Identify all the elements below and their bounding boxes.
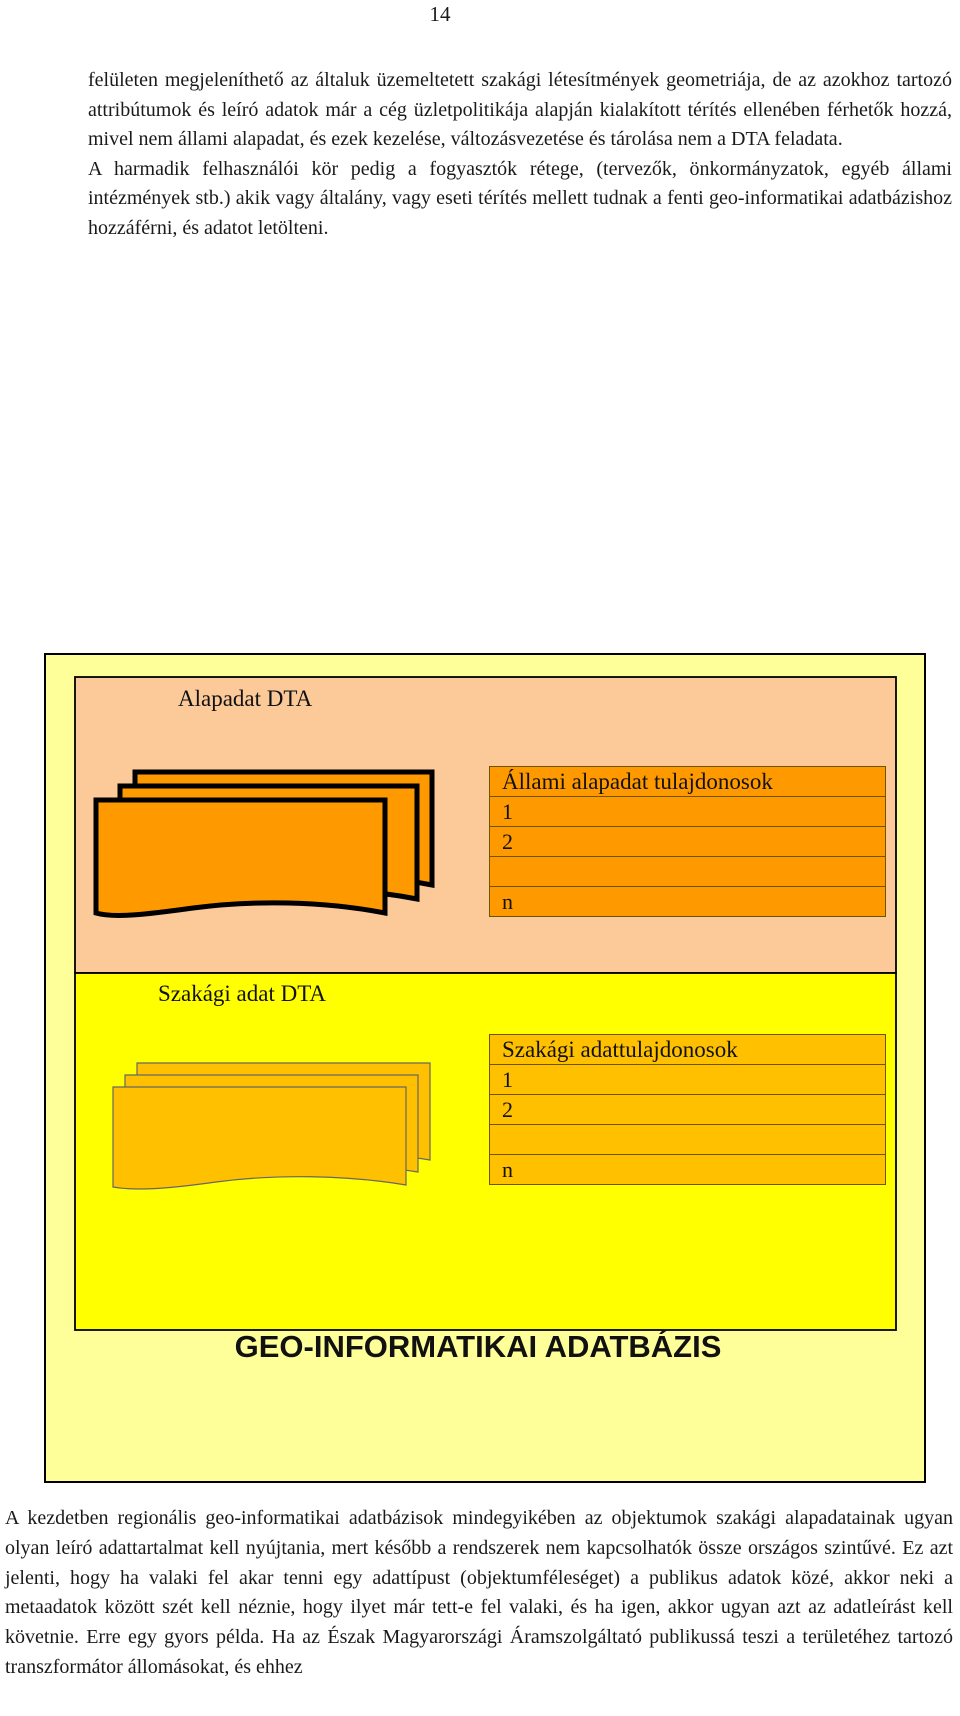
alapadat-document-sheet: [132, 769, 435, 890]
szakagi-region: [74, 972, 897, 1331]
szakagi-owners-header: Szakági adattulajdonosok: [489, 1034, 886, 1065]
szakagi-owner-row: 1: [489, 1064, 886, 1095]
szakagi-owners-table: Szakági adattulajdonosok 1 2 n: [489, 1034, 886, 1185]
paragraph-1: felületen megjeleníthető az általuk üzem…: [88, 69, 952, 151]
alapadat-owners-header: Állami alapadat tulajdonosok: [489, 766, 886, 797]
alapadat-owner-row: [489, 856, 886, 887]
alapadat-document-stack: [93, 769, 435, 918]
szakagi-owner-row: [489, 1124, 886, 1155]
szakagi-document-sheet: [112, 1086, 407, 1190]
szakagi-owner-row: n: [489, 1154, 886, 1185]
page-number: 14: [429, 2, 451, 26]
szakagi-document-sheet: [124, 1074, 419, 1177]
bottom-text: A kezdetben regionális geo-informatikai …: [5, 1504, 953, 1683]
paragraph-2: A harmadik felhasználói kör pedig a fogy…: [88, 157, 952, 239]
szakagi-owner-row: 2: [489, 1094, 886, 1125]
alapadat-region: [74, 676, 897, 974]
alapadat-owners-table: Állami alapadat tulajdonosok 1 2 n: [489, 766, 886, 917]
szakagi-document-stack: [112, 1062, 431, 1190]
alapadat-owner-row: n: [489, 886, 886, 917]
szakagi-document-sheet: [136, 1062, 431, 1165]
diagram-title: GEO-INFORMATIKAI ADATBÁZIS: [234, 1329, 722, 1364]
top-text: felületen megjeleníthető az általuk üzem…: [88, 66, 952, 244]
alapadat-document-sheet: [93, 797, 388, 918]
szakagi-label: Szakági adat DTA: [158, 981, 327, 1006]
alapadat-label: Alapadat DTA: [178, 686, 313, 711]
alapadat-owner-row: 2: [489, 826, 886, 857]
alapadat-document-sheet: [117, 783, 420, 904]
alapadat-owner-row: 1: [489, 796, 886, 827]
paragraph-3: A kezdetben regionális geo-informatikai …: [5, 1507, 953, 1678]
outer-frame: [44, 653, 926, 1483]
